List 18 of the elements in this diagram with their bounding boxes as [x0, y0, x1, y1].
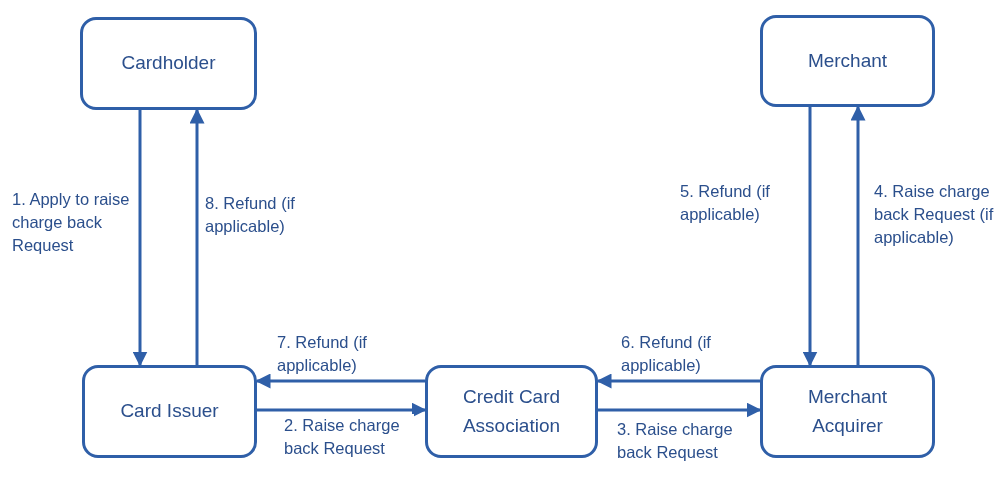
arrow	[255, 373, 425, 389]
arrow	[189, 108, 205, 365]
arrow	[802, 107, 818, 367]
rounded-box	[760, 15, 935, 107]
node-label: Cardholder	[120, 51, 217, 76]
arrow	[257, 402, 427, 418]
node-label: Card Issuer	[119, 399, 220, 424]
arrow	[132, 110, 148, 367]
arrow	[850, 105, 866, 365]
rounded-box	[80, 17, 257, 110]
node-label: Merchant Acquirer	[806, 385, 889, 438]
rounded-box	[82, 365, 257, 458]
rounded-box	[425, 365, 598, 458]
arrow	[596, 373, 760, 389]
arrow	[598, 402, 762, 418]
node-label: Merchant	[806, 48, 889, 73]
rounded-box	[760, 365, 935, 458]
node-label: Credit Card Association	[461, 385, 562, 438]
